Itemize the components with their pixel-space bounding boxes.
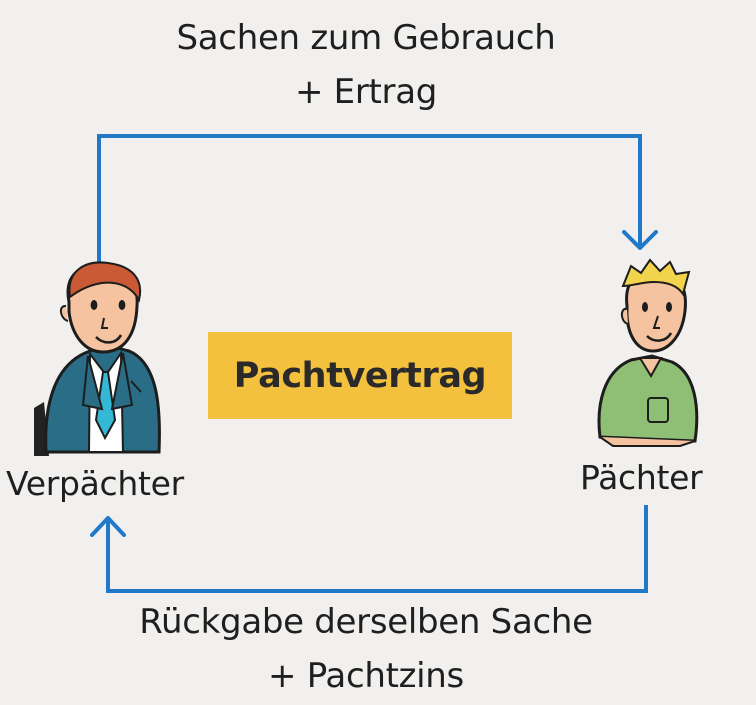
bottom-flow-arrowhead xyxy=(90,516,126,537)
left-party-label: Verpächter xyxy=(6,464,184,503)
contract-label: Pachtvertrag xyxy=(233,355,487,396)
bottom-flow-label-line-1: Rückgabe derselben Sache xyxy=(139,602,593,642)
top-flow-label-line-2: + Ertrag xyxy=(294,72,438,112)
bottom-flow-arrow xyxy=(106,505,648,593)
top-flow-arrowhead xyxy=(622,230,658,250)
young-man-icon xyxy=(597,258,699,447)
contract-box: Pachtvertrag xyxy=(208,332,512,419)
bottom-flow-label-line-2: + Pachtzins xyxy=(268,656,464,696)
top-flow-label-line-1: Sachen zum Gebrauch xyxy=(176,18,556,58)
businessman-icon xyxy=(34,261,161,456)
right-party-label: Pächter xyxy=(580,458,703,497)
top-flow-arrow xyxy=(97,134,642,265)
